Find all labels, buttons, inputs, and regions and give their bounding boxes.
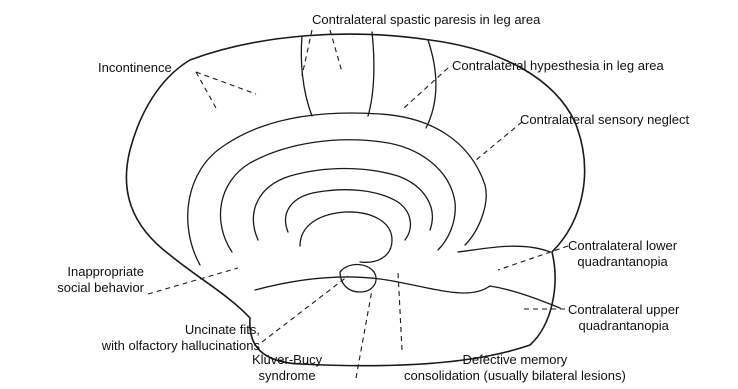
leader-kluver-bucy: [356, 290, 372, 378]
label-lower-quadrantanopia: Contralateral lower quadrantanopia: [568, 238, 677, 270]
leader-uncinate: [262, 276, 348, 342]
parieto-occipital-sulcus: [458, 246, 550, 252]
label-kluver-bucy: Klüver-Bucy syndrome: [252, 352, 322, 384]
label-spastic-paresis: Contralateral spastic paresis in leg are…: [312, 12, 540, 28]
paracentral-sulcus-left: [301, 36, 312, 116]
leader-memory: [398, 272, 402, 350]
label-upper-quadrantanopia: Contralateral upper quadrantanopia: [568, 302, 679, 334]
hemisphere-outline: [126, 34, 584, 366]
parahippocampal-gyrus: [255, 277, 490, 293]
fornix: [300, 212, 392, 262]
leader-paresis-1: [302, 30, 312, 76]
calcarine-sulcus: [490, 286, 560, 308]
leader-incontinence-2: [196, 72, 256, 94]
precuneus-boundary: [426, 40, 436, 128]
corpus-callosum-inner: [286, 190, 411, 240]
leader-lower-quadrantanopia: [498, 246, 568, 270]
paracentral-sulcus-right: [368, 32, 374, 116]
leader-paresis-2: [330, 30, 342, 72]
label-memory: Defective memory consolidation (usually …: [404, 352, 626, 384]
corpus-callosum: [253, 169, 432, 241]
label-social-behavior: Inappropriate social behavior: [12, 264, 144, 296]
label-incontinence: Incontinence: [98, 60, 172, 76]
leader-hypesthesia: [404, 68, 448, 108]
leader-incontinence-1: [196, 72, 216, 108]
label-sensory-neglect: Contralateral sensory neglect: [520, 112, 689, 128]
leader-sensory-neglect: [476, 122, 522, 160]
label-uncinate-fits: Uncinate fits, with olfactory hallucinat…: [12, 322, 260, 354]
cingulate-gyrus-outer: [188, 113, 486, 265]
label-hypesthesia: Contralateral hypesthesia in leg area: [452, 58, 664, 74]
